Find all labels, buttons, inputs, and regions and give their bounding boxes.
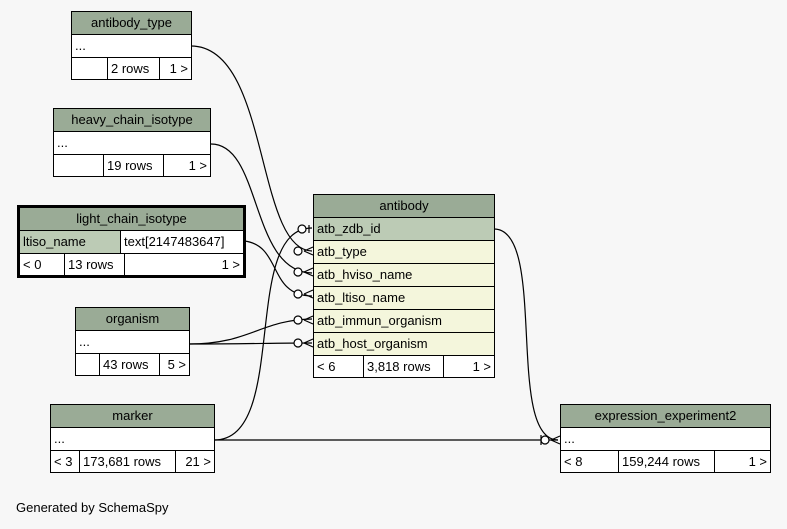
row-count: 3,818 rows — [364, 356, 444, 377]
table-footer: < 0 13 rows 1 > — [20, 254, 243, 275]
row-count: 159,244 rows — [619, 451, 715, 472]
child-count: 1 > — [188, 158, 207, 173]
row-count: 43 rows — [100, 354, 160, 375]
edge-heavy-chain-isotype — [210, 143, 313, 274]
table-header[interactable]: antibody_type — [72, 12, 191, 35]
table-row: ... — [51, 428, 214, 451]
table-header[interactable]: light_chain_isotype — [20, 208, 243, 231]
parent-count: < 3 — [51, 451, 80, 472]
generated-by-label: Generated by SchemaSpy — [16, 500, 169, 515]
edge-antibody-expression — [493, 228, 559, 441]
table-organism[interactable]: organism ... 43 rows 5 > — [75, 307, 190, 376]
table-row: ltiso_name text[2147483647] — [20, 231, 243, 254]
table-footer: < 6 3,818 rows 1 > — [314, 356, 494, 377]
table-antibody-type[interactable]: antibody_type ... 2 rows 1 > — [71, 11, 192, 80]
edge-antibody-type — [190, 45, 313, 252]
column-atb-immun-organism: atb_immun_organism — [314, 310, 494, 333]
parent-count: < 8 — [561, 451, 619, 472]
child-count: 21 > — [185, 454, 211, 469]
parent-count: < 6 — [314, 356, 364, 377]
row-count: 19 rows — [104, 155, 164, 176]
child-count: 5 > — [167, 357, 186, 372]
table-footer: 43 rows 5 > — [76, 354, 189, 375]
child-count: 1 > — [221, 257, 240, 272]
column-name: ltiso_name — [20, 231, 121, 253]
parent-count — [54, 155, 104, 176]
table-antibody[interactable]: antibody atb_zdb_id atb_type atb_hviso_n… — [313, 194, 495, 378]
child-count: 1 > — [748, 454, 767, 469]
table-footer: < 8 159,244 rows 1 > — [561, 451, 770, 472]
child-count: 1 > — [169, 61, 188, 76]
row-count: 173,681 rows — [80, 451, 176, 472]
table-header[interactable]: antibody — [314, 195, 494, 218]
parent-count: < 0 — [20, 254, 65, 275]
table-expression-experiment2[interactable]: expression_experiment2 ... < 8 159,244 r… — [560, 404, 771, 473]
table-header[interactable]: heavy_chain_isotype — [54, 109, 210, 132]
table-row: ... — [561, 428, 770, 451]
parent-count — [72, 58, 108, 79]
column-atb-zdb-id: atb_zdb_id — [314, 218, 494, 241]
child-count: 1 > — [472, 359, 491, 374]
table-row: ... — [54, 132, 210, 155]
column-type: text[2147483647] — [124, 234, 225, 249]
table-row: ... — [72, 35, 191, 58]
table-row: ... — [76, 331, 189, 354]
table-heavy-chain-isotype[interactable]: heavy_chain_isotype ... 19 rows 1 > — [53, 108, 211, 177]
table-footer: 19 rows 1 > — [54, 155, 210, 176]
column-atb-type: atb_type — [314, 241, 494, 264]
table-marker[interactable]: marker ... < 3 173,681 rows 21 > — [50, 404, 215, 473]
table-header[interactable]: organism — [76, 308, 189, 331]
table-header[interactable]: marker — [51, 405, 214, 428]
edge-organism-immun — [188, 318, 313, 345]
table-light-chain-isotype[interactable]: light_chain_isotype ltiso_name text[2147… — [17, 205, 246, 278]
row-count: 13 rows — [65, 254, 125, 275]
table-footer: 2 rows 1 > — [72, 58, 191, 79]
column-atb-hviso-name: atb_hviso_name — [314, 264, 494, 287]
parent-count — [76, 354, 100, 375]
column-atb-host-organism: atb_host_organism — [314, 333, 494, 356]
table-header[interactable]: expression_experiment2 — [561, 405, 770, 428]
row-count: 2 rows — [108, 58, 160, 79]
column-atb-ltiso-name: atb_ltiso_name — [314, 287, 494, 310]
table-footer: < 3 173,681 rows 21 > — [51, 451, 214, 472]
edge-marker-antibody — [213, 227, 313, 441]
